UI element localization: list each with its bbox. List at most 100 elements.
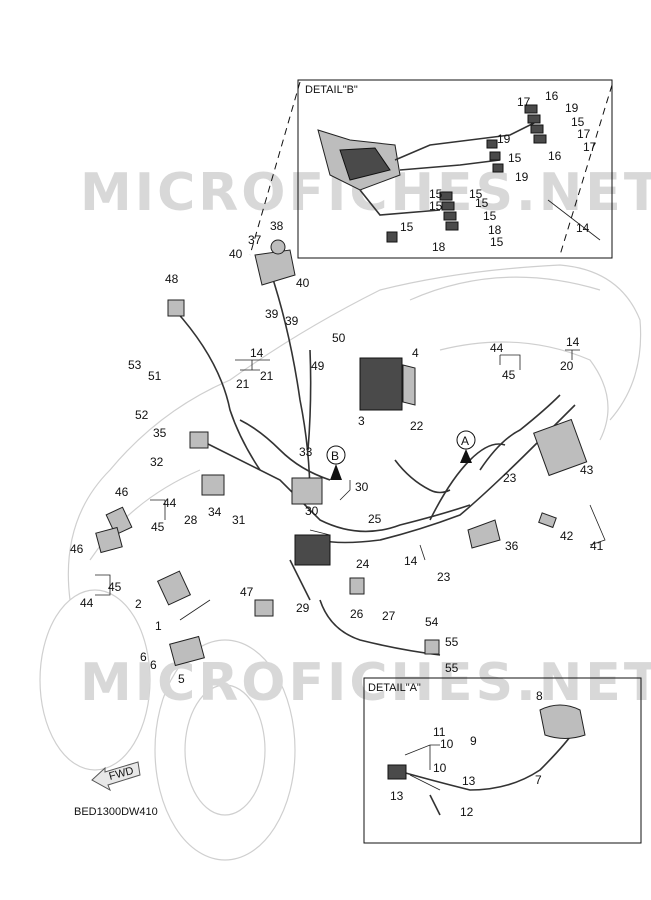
callout-35: 35 xyxy=(153,426,167,440)
callout-26: 26 xyxy=(350,607,364,621)
callout-28: 28 xyxy=(184,513,198,527)
callout-15: 15 xyxy=(483,209,497,223)
callout-15: 15 xyxy=(429,187,443,201)
diagram-code: BED1300DW410 xyxy=(74,806,158,818)
callout-18: 18 xyxy=(488,223,502,237)
detail-b-relays xyxy=(386,104,547,243)
detail-a-box: DETAIL"A" 11 10 9 10 13 13 12 7 8 xyxy=(363,677,642,844)
marker-b-label: B xyxy=(331,449,339,463)
callout-44: 44 xyxy=(80,596,94,610)
callout-44: 44 xyxy=(163,496,177,510)
callout-30: 30 xyxy=(355,480,369,494)
callout-46: 46 xyxy=(115,485,129,499)
callout-8: 8 xyxy=(536,689,543,703)
callout-18: 18 xyxy=(432,240,446,254)
callout-15: 15 xyxy=(571,115,585,129)
callout-15: 15 xyxy=(490,235,504,249)
marker-b: B xyxy=(326,445,346,480)
callout-36: 36 xyxy=(505,539,519,553)
detail-a-title: DETAIL"A" xyxy=(368,682,421,694)
callout-13: 13 xyxy=(462,774,476,788)
callout-19: 19 xyxy=(565,101,579,115)
callout-17: 17 xyxy=(517,95,531,109)
detail-b-title: DETAIL"B" xyxy=(305,84,358,96)
callout-48: 48 xyxy=(165,272,179,286)
callout-3: 3 xyxy=(358,414,365,428)
callout-19: 19 xyxy=(515,170,529,184)
callout-27: 27 xyxy=(382,609,396,623)
callout-6: 6 xyxy=(150,658,157,672)
callout-7: 7 xyxy=(535,773,542,787)
callout-20: 20 xyxy=(560,359,574,373)
detail-b-box: DETAIL"B" 16 17 19 15 17 16 17 19 15 xyxy=(249,79,613,259)
callout-40: 40 xyxy=(229,247,243,261)
marker-a-label: A xyxy=(461,434,469,448)
callout-33: 33 xyxy=(299,445,313,459)
callout-2: 2 xyxy=(135,597,142,611)
callout-15: 15 xyxy=(469,187,483,201)
callout-15: 15 xyxy=(429,199,443,213)
callout-17: 17 xyxy=(583,140,597,154)
callout-16: 16 xyxy=(548,149,562,163)
callout-12: 12 xyxy=(460,805,474,819)
battery xyxy=(359,357,403,411)
callout-25: 25 xyxy=(368,512,382,526)
callout-44: 44 xyxy=(490,341,504,355)
callout-9: 9 xyxy=(470,734,477,748)
main-harness xyxy=(174,269,576,656)
callout-15: 15 xyxy=(475,196,489,210)
callout-21: 21 xyxy=(236,377,250,391)
callout-14: 14 xyxy=(576,221,590,235)
callout-5: 5 xyxy=(178,672,185,686)
leader-lines xyxy=(95,349,606,621)
callout-41: 41 xyxy=(590,539,604,553)
callout-22: 22 xyxy=(410,419,424,433)
callout-17: 17 xyxy=(577,127,591,141)
marker-a: A xyxy=(456,430,476,463)
callout-37: 37 xyxy=(248,233,262,247)
callout-55: 55 xyxy=(445,661,459,675)
callout-45: 45 xyxy=(502,368,516,382)
parts xyxy=(95,239,588,667)
callout-14: 14 xyxy=(250,346,264,360)
callout-47: 47 xyxy=(240,585,254,599)
fwd-arrow: FWD xyxy=(91,761,141,792)
callout-39: 39 xyxy=(265,307,279,321)
callout-53: 53 xyxy=(128,358,142,372)
callout-16: 16 xyxy=(545,89,559,103)
watermark-bottom: MICROFICHES.NET xyxy=(80,653,651,713)
callout-24: 24 xyxy=(356,557,370,571)
callout-10: 10 xyxy=(440,737,454,751)
callouts: 1 2 3 4 5 6 6 14 14 14 20 21 21 22 23 23… xyxy=(70,219,604,686)
callout-30: 30 xyxy=(305,504,319,518)
callout-31: 31 xyxy=(232,513,246,527)
callout-43: 43 xyxy=(580,463,594,477)
callout-34: 34 xyxy=(208,505,222,519)
callout-1: 1 xyxy=(155,619,162,633)
callout-15: 15 xyxy=(508,151,522,165)
callout-11: 11 xyxy=(433,725,446,739)
callout-32: 32 xyxy=(150,455,164,469)
callout-39: 39 xyxy=(285,314,299,328)
callout-46: 46 xyxy=(70,542,84,556)
callout-10: 10 xyxy=(433,761,447,775)
callout-15: 15 xyxy=(400,220,414,234)
callout-13: 13 xyxy=(390,789,404,803)
callout-45: 45 xyxy=(108,580,122,594)
callout-52: 52 xyxy=(135,408,149,422)
callout-54: 54 xyxy=(425,615,439,629)
callout-42: 42 xyxy=(560,529,574,543)
callout-19: 19 xyxy=(497,132,511,146)
callout-51: 51 xyxy=(148,369,162,383)
callout-38: 38 xyxy=(270,219,284,233)
callout-21: 21 xyxy=(260,369,274,383)
callout-45: 45 xyxy=(151,520,165,534)
callout-4: 4 xyxy=(412,346,419,360)
callout-6: 6 xyxy=(140,650,147,664)
callout-14: 14 xyxy=(404,554,418,568)
callout-50: 50 xyxy=(332,331,346,345)
callout-55: 55 xyxy=(445,635,459,649)
callout-14: 14 xyxy=(566,335,580,349)
callout-40: 40 xyxy=(296,276,310,290)
